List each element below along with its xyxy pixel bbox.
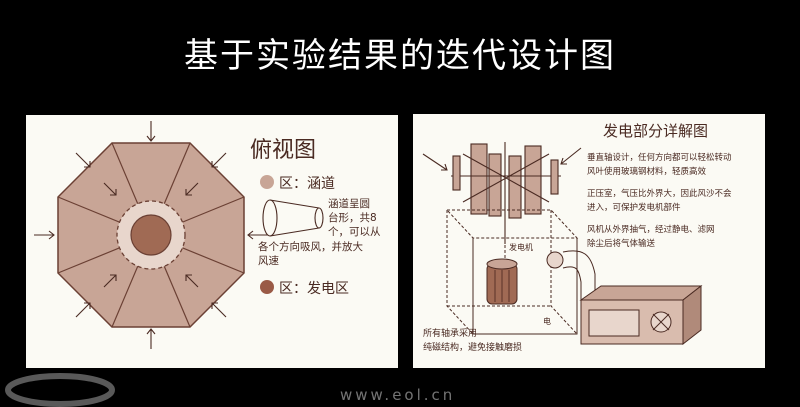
legend-generator-swatch — [260, 280, 274, 294]
filter-unit — [579, 284, 703, 346]
detail-view-title: 发电部分详解图 — [603, 122, 708, 140]
top-view-title: 俯视图 — [250, 138, 316, 163]
detail-note-line-5: 风机从外界抽气，经过静电、滤网 — [587, 224, 715, 235]
watermark-url: www.eol.cn — [340, 386, 455, 404]
bearing-note-line-2: 纯磁结构，避免接触磨损 — [423, 341, 522, 353]
eol-watermark: www.eol.cn — [5, 373, 455, 407]
top-view-diagram: 俯视图 区：涵道 涵道呈圆 台形，共8 个，可以从 各个方向吸风，并放大 风速 … — [34, 121, 381, 349]
generator-label: 发电机 — [509, 242, 533, 252]
legend-channel-label: 区：涵道 — [279, 176, 335, 192]
duct-note-line-3: 个，可以从 — [328, 226, 381, 238]
inflow-arrows — [34, 121, 268, 349]
wind-arrows — [422, 147, 582, 171]
detail-note-line-1: 垂直轴设计，任何方向都可以轻松转动 — [587, 152, 732, 163]
duct-note-line-2: 台形，共8 — [328, 211, 377, 224]
top-view-panel: 俯视图 区：涵道 涵道呈圆 台形，共8 个，可以从 各个方向吸风，并放大 风速 … — [26, 115, 398, 368]
legend-channel-swatch — [260, 175, 274, 189]
generator-sketch — [486, 258, 518, 305]
turbine-sketch — [451, 142, 561, 244]
detail-note-line-3: 正压室，气压比外界大，因此风沙不会 — [587, 188, 732, 199]
detail-note-line-2: 风叶使用玻璃钢材料，轻质高效 — [587, 166, 707, 177]
eol-logo-mark — [5, 373, 115, 407]
detail-view-diagram: 发电部分详解图 — [422, 122, 732, 353]
detail-view-panel: 发电部分详解图 — [413, 114, 765, 368]
duct-sketch — [262, 199, 324, 237]
legend-generator-label: 区：发电区 — [279, 281, 349, 297]
duct-note-line-4: 各个方向吸风，并放大 — [258, 240, 363, 253]
detail-note-line-4: 进入，可保护发电机部件 — [587, 202, 681, 213]
generator-core — [130, 214, 172, 256]
duct-note-line-5: 风速 — [258, 255, 279, 267]
electric-label: 电 — [543, 316, 551, 326]
air-pipe — [546, 250, 596, 300]
slide-title: 基于实验结果的迭代设计图 — [184, 36, 616, 76]
duct-note-line-1: 涵道呈圆 — [328, 197, 370, 210]
bearing-note-line-1: 所有轴承采用 — [423, 327, 477, 339]
detail-note-line-6: 除尘后将气体输送 — [587, 238, 656, 249]
pressure-chamber — [445, 209, 579, 335]
